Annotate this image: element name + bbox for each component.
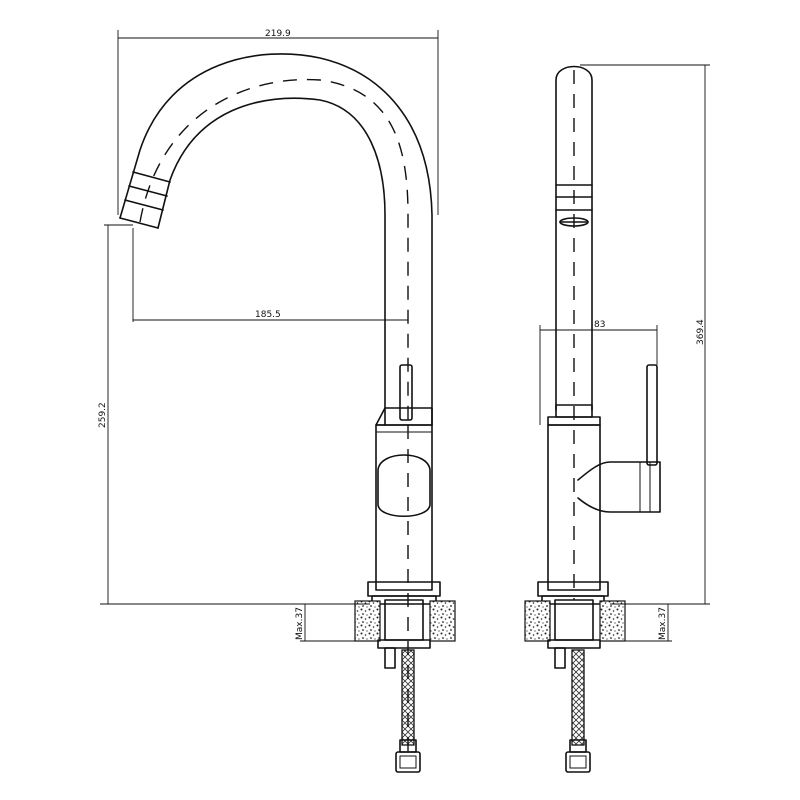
handle-lever-front	[399, 364, 413, 421]
spout-side	[555, 65, 593, 411]
hose-connector-inner-side	[569, 755, 587, 769]
hose-side	[571, 649, 585, 746]
spout-centerline	[139, 78, 409, 420]
hose-connector-inner-front	[399, 755, 417, 769]
countertop-left-a	[354, 600, 381, 642]
aerator	[119, 171, 171, 229]
shank-front	[384, 599, 424, 641]
nut-side	[547, 639, 601, 649]
dim-deck-right-line	[625, 603, 672, 642]
threaded-rod-side	[554, 647, 566, 669]
body-cylinder-side	[547, 424, 601, 591]
nut-front	[377, 639, 431, 649]
handle-lever-side	[646, 364, 658, 466]
dim-handle-reach-label: 83	[594, 320, 605, 330]
threaded-rod-front	[384, 647, 396, 669]
aerator-side	[555, 184, 593, 223]
spout-outer-edge	[119, 53, 433, 426]
faucet-body-cylinder	[375, 424, 433, 591]
dimension-lines	[100, 30, 710, 642]
countertop-right-b	[599, 600, 626, 642]
hose-connector-side	[565, 751, 591, 773]
dim-spout-reach-label: 185.5	[255, 310, 281, 320]
dim-deck-left-label: Max.37	[295, 607, 305, 640]
cartridge-cap-front	[377, 454, 431, 517]
countertop-right-a	[524, 600, 551, 642]
aerator-outlet-side	[559, 217, 589, 227]
spout-inner-edge	[157, 97, 386, 426]
cartridge-side	[577, 461, 661, 513]
shank-side	[554, 599, 594, 641]
dim-spout-height-line	[100, 224, 370, 605]
side-view	[524, 65, 661, 773]
dim-deck-right-label: Max.37	[658, 607, 668, 640]
dim-overall-width-label: 219.9	[265, 29, 291, 39]
dim-handle-reach-line	[539, 325, 658, 425]
cartridge-side-detail	[639, 462, 651, 512]
front-view	[119, 53, 456, 773]
dim-overall-width-line	[117, 30, 439, 215]
base-ring-front	[367, 581, 441, 597]
dim-spout-reach-line	[132, 228, 408, 322]
base-flange-side	[541, 595, 605, 605]
dim-deck-left-line	[300, 603, 355, 642]
dim-overall-height-label: 369.4	[696, 319, 706, 345]
countertop-left-b	[429, 600, 456, 642]
base-flange-front	[371, 595, 437, 605]
dim-spout-height-label: 259.2	[98, 402, 108, 428]
dimension-labels: 219.9 185.5 259.2 369.4 83 Max.37 Max.37	[98, 29, 706, 640]
hose-connector-front	[395, 751, 421, 773]
